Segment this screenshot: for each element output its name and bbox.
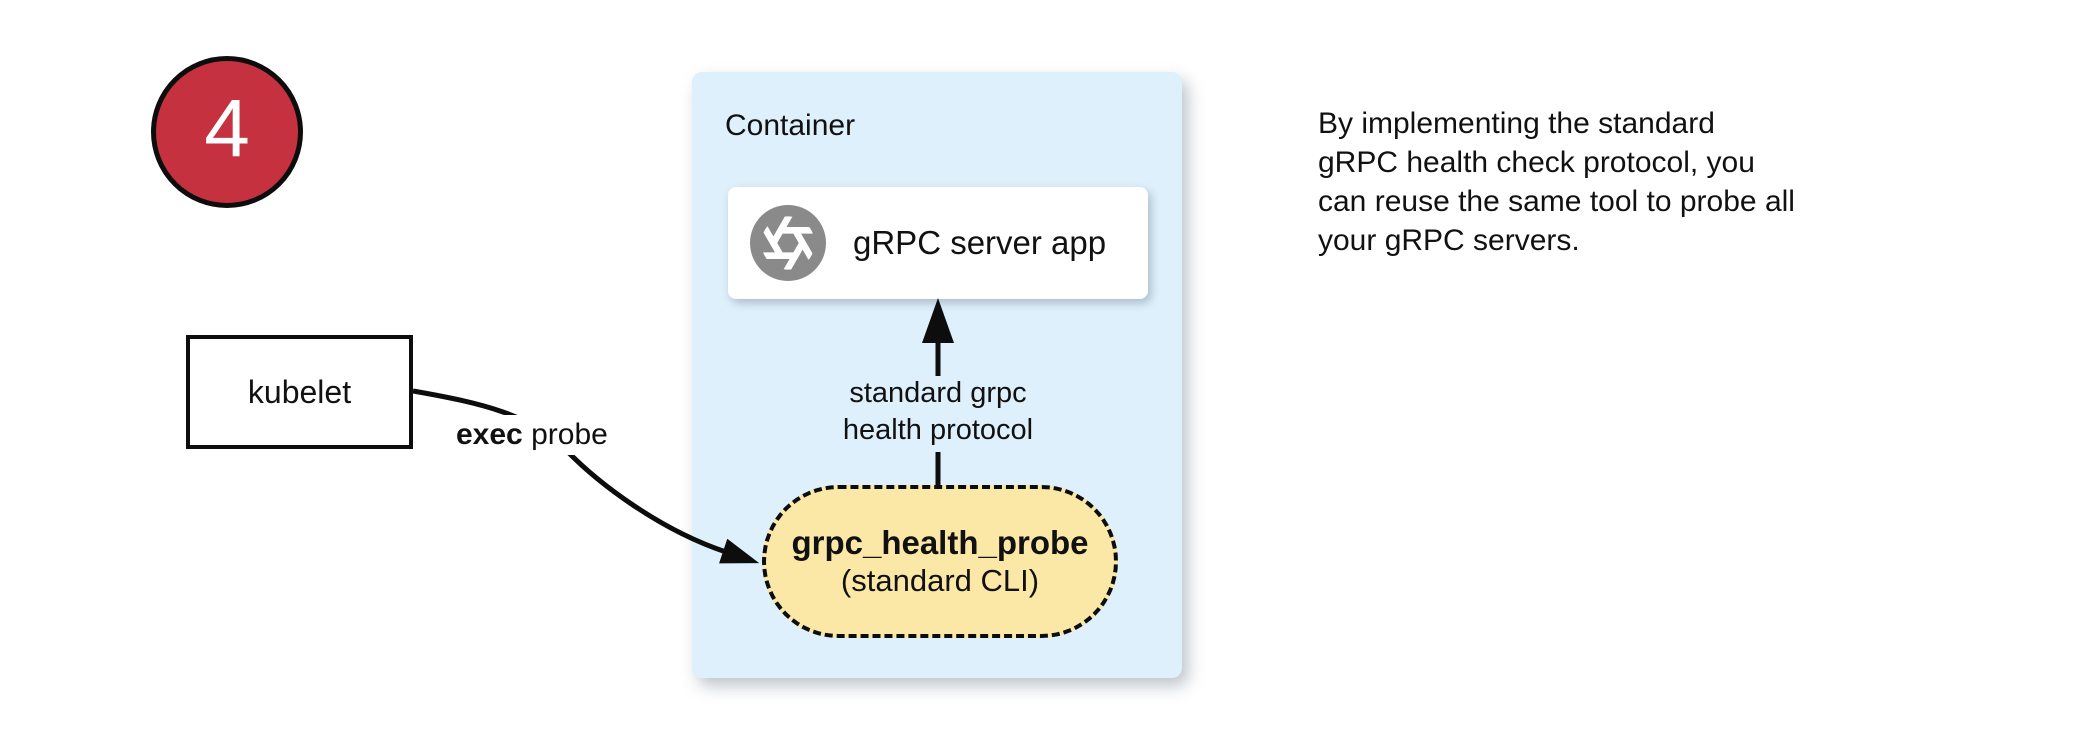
- health-protocol-label: standard grpc health protocol: [843, 375, 1033, 449]
- grpc-health-probe-subtitle: (standard CLI): [840, 563, 1040, 598]
- exec-probe-label: exec probe: [448, 415, 616, 455]
- explanation-note-line: your gRPC servers.: [1318, 224, 1580, 257]
- kubelet-node: kubelet: [186, 335, 413, 449]
- container-title: Container: [725, 109, 856, 142]
- explanation-note: By implementing the standard gRPC health…: [1318, 104, 1795, 260]
- explanation-note-line: can reuse the same tool to probe all: [1318, 185, 1795, 218]
- grpc-server-app-label: gRPC server app: [853, 224, 1107, 261]
- exec-probe-label-bold: exec: [456, 418, 523, 451]
- kubelet-label: kubelet: [247, 373, 352, 410]
- grpc-health-probe-title: grpc_health_probe: [791, 524, 1089, 561]
- grpc-server-app-node: gRPC server app: [728, 187, 1148, 299]
- health-protocol-label-line1: standard grpc: [849, 377, 1027, 409]
- grpc-health-probe-node: grpc_health_probe (standard CLI): [762, 485, 1118, 638]
- explanation-note-line: By implementing the standard: [1318, 107, 1715, 140]
- exec-probe-label-rest: probe: [522, 418, 608, 451]
- step-number: 4: [204, 83, 250, 174]
- step-number-badge: 4: [151, 56, 303, 208]
- explanation-note-line: gRPC health check protocol, you: [1318, 146, 1755, 179]
- health-protocol-label-line2: health protocol: [842, 414, 1034, 446]
- aperture-icon: [750, 205, 826, 281]
